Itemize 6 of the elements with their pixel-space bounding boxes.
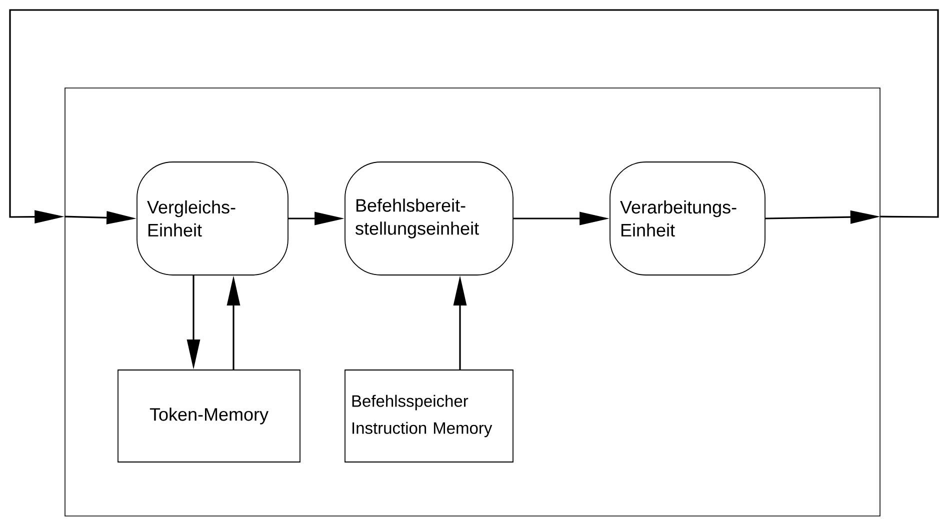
memory-box: Befehlsspeicher Instruction Memory: [344, 370, 514, 462]
process-box: Vergleichs- Einheit: [136, 162, 288, 276]
process-box: Befehlsbereit- stellungseinheit: [344, 162, 514, 276]
process-box: Verarbeitungs- Einheit: [610, 162, 766, 276]
memory-box: Token-Memory: [118, 370, 300, 462]
system-frame: [64, 88, 880, 516]
